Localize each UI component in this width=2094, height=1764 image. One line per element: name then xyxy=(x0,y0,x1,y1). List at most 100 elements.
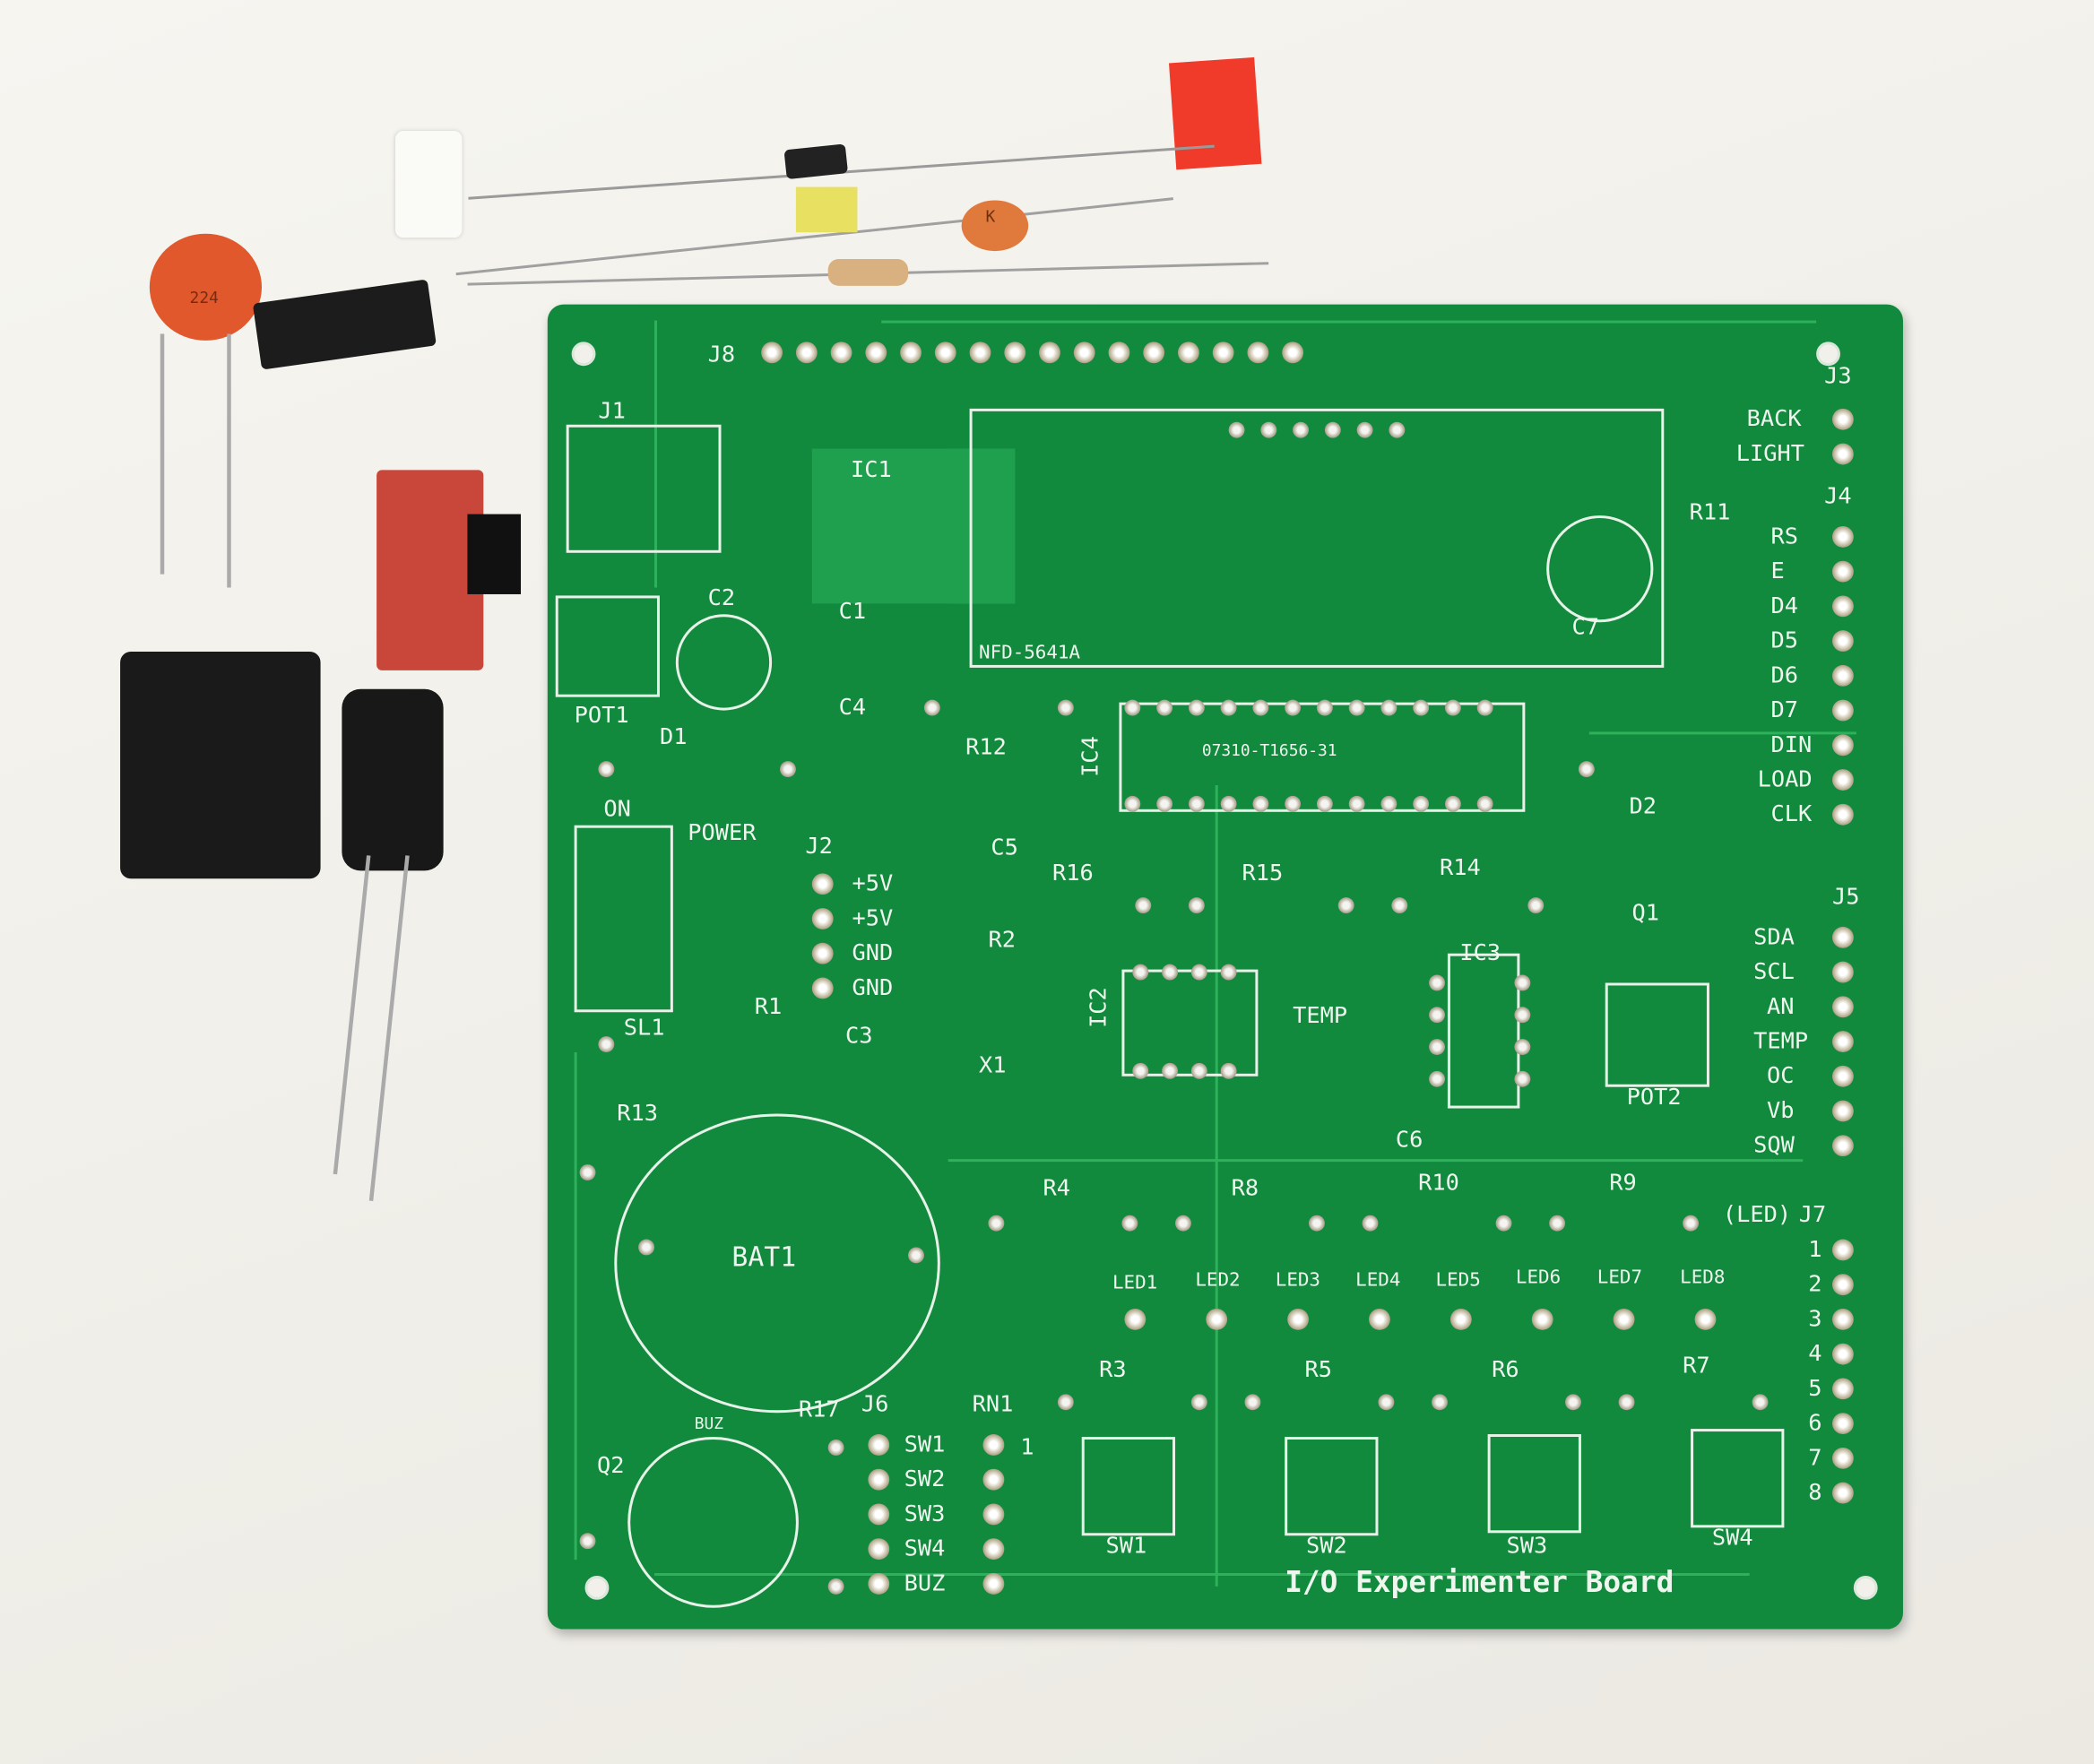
ic4-pad xyxy=(1156,699,1173,716)
ic3-pad xyxy=(1514,1039,1531,1055)
solder-pad xyxy=(1752,1394,1769,1411)
lead-wire xyxy=(333,855,371,1175)
solder-pad xyxy=(1527,897,1545,914)
label-x1: X1 xyxy=(979,1051,1007,1079)
label-r5: R5 xyxy=(1304,1356,1333,1384)
label-power: POWER xyxy=(688,819,757,847)
mounting-hole xyxy=(1816,342,1840,367)
led-label: LED7 xyxy=(1596,1267,1643,1289)
label-r12: R12 xyxy=(965,734,1007,762)
j4-pin xyxy=(1832,664,1854,687)
label-ic3: IC3 xyxy=(1459,939,1501,967)
label-sw1: SW1 xyxy=(1105,1533,1147,1561)
ic4-pad xyxy=(1380,795,1397,812)
label-c4: C4 xyxy=(838,694,867,722)
bat1-outline xyxy=(614,1113,940,1414)
buzzer-outline xyxy=(627,1437,799,1608)
solder-pad xyxy=(827,1440,844,1456)
dc-power-jack xyxy=(120,652,321,879)
j4-pin-label: D6 xyxy=(1770,662,1798,689)
label-5v-a: +5V xyxy=(852,870,894,898)
ic2-pad xyxy=(1132,1062,1149,1079)
j4-pin xyxy=(1832,595,1854,618)
cap-marking: K xyxy=(985,206,996,226)
solder-pad xyxy=(1337,897,1354,914)
label-r4: R4 xyxy=(1043,1175,1071,1202)
label-temp: TEMP xyxy=(1293,1002,1348,1030)
j8-pin xyxy=(900,342,922,364)
j6-pin xyxy=(868,1434,890,1456)
led-label: LED6 xyxy=(1515,1267,1562,1289)
rn1-pin xyxy=(982,1468,1005,1491)
label-r16: R16 xyxy=(1051,860,1094,887)
j4-pin xyxy=(1832,769,1854,791)
j8-pin xyxy=(1212,342,1234,364)
j8-pin xyxy=(1178,342,1199,364)
solder-pad xyxy=(1135,897,1152,914)
label-sw3: SW3 xyxy=(1506,1533,1548,1561)
label-r9: R9 xyxy=(1609,1170,1637,1197)
red-tape xyxy=(1169,56,1262,170)
pot1-outline xyxy=(555,595,660,697)
sw3-outline xyxy=(1487,1434,1581,1534)
display-part-number: NFD-5641A xyxy=(979,642,1081,664)
j5-pin-label: Vb xyxy=(1767,1097,1795,1125)
ic2-pad xyxy=(1162,964,1179,981)
ic2-pad xyxy=(1132,964,1149,981)
j8-pin xyxy=(934,342,956,364)
j5-pin-label: OC xyxy=(1767,1062,1795,1090)
mounting-hole xyxy=(584,1575,610,1600)
label-j4: J4 xyxy=(1824,483,1852,511)
j8-pin xyxy=(1247,342,1269,364)
ic3-pad xyxy=(1514,1007,1531,1024)
solder-pad xyxy=(598,761,615,778)
ic4-pad xyxy=(1252,795,1269,812)
solder-pad xyxy=(579,1164,596,1180)
ic2-pad xyxy=(1162,1062,1179,1079)
j6-pin-label: SW2 xyxy=(904,1466,946,1493)
j4-pin xyxy=(1832,803,1854,826)
ic4-pad xyxy=(1348,699,1365,716)
copper-pad-area xyxy=(811,448,1016,604)
j7-pin xyxy=(1832,1413,1854,1435)
ic4-pad xyxy=(1316,699,1333,716)
c7-outline xyxy=(1546,515,1654,623)
ic4-pad xyxy=(1476,795,1493,812)
ic2-pad xyxy=(1220,964,1237,981)
j2-pin xyxy=(811,908,834,930)
display-pad xyxy=(1356,421,1373,438)
j7-pin xyxy=(1832,1274,1854,1296)
ic2-pad xyxy=(1190,1062,1207,1079)
solder-pad xyxy=(1121,1215,1138,1232)
led-label: LED5 xyxy=(1435,1269,1481,1292)
display-pad xyxy=(1260,421,1277,438)
j7-pin xyxy=(1832,1239,1854,1261)
sw2-outline xyxy=(1285,1437,1379,1536)
led-pad xyxy=(1449,1309,1472,1330)
ic4-pad xyxy=(1124,795,1141,812)
solder-pad xyxy=(638,1239,655,1256)
resistor xyxy=(827,259,909,286)
solder-pad xyxy=(579,1533,596,1550)
j6-pin xyxy=(868,1503,890,1526)
solder-pad xyxy=(908,1247,924,1264)
label-ic1: IC1 xyxy=(851,456,892,484)
j3-pin xyxy=(1832,443,1854,465)
lead-wire xyxy=(160,333,165,575)
label-rn1: RN1 xyxy=(972,1391,1014,1419)
cap-marking: 224 xyxy=(189,288,219,307)
j5-pin-label: SDA xyxy=(1753,923,1795,951)
sw1-outline xyxy=(1081,1437,1176,1536)
electrolytic-capacitor xyxy=(342,688,444,871)
ic3-outline xyxy=(1447,953,1520,1109)
solder-pad xyxy=(1683,1215,1700,1232)
j5-pin-label: TEMP xyxy=(1753,1028,1809,1055)
j5-pin xyxy=(1832,926,1854,948)
ic4-part-number: 07310-T1656-31 xyxy=(1201,740,1337,760)
j8-pin xyxy=(865,342,887,364)
j5-pin-label: SCL xyxy=(1753,958,1795,986)
solder-pad xyxy=(1362,1215,1379,1232)
j7-pin-label: 1 xyxy=(1808,1236,1822,1264)
ic4-pad xyxy=(1220,699,1237,716)
